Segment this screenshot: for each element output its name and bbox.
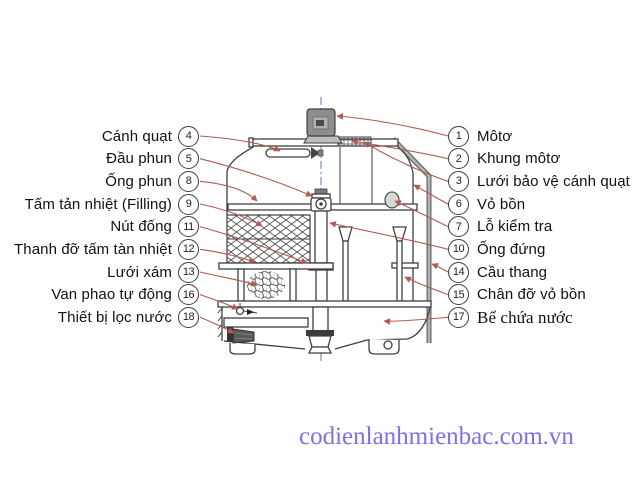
center-drain	[306, 330, 334, 354]
part-label-row-12: Thanh đỡ tấm tàn nhiệt 12	[14, 238, 199, 260]
part-name-label-4: Cánh quạt	[101, 127, 172, 145]
part-name-label-5: Đầu phun	[106, 150, 172, 168]
part-label-row-15: 15 Chân đỡ vỏ bồn	[448, 284, 586, 306]
basin-plate	[217, 300, 432, 308]
leader-lines	[199, 113, 449, 334]
leader-line-1	[336, 113, 449, 137]
callout-number-1: 1	[448, 125, 469, 147]
tower-shell-left-wall	[226, 146, 254, 215]
gray-mesh	[247, 271, 285, 299]
basin-foot-left	[229, 343, 256, 355]
part-name-label-13: Lưới xám	[107, 263, 172, 281]
callout-number-13: 13	[178, 261, 199, 283]
support-post-2	[289, 268, 297, 302]
part-label-row-16: Van phao tự động 16	[51, 284, 199, 306]
foot-hole	[383, 340, 393, 350]
shell-support-leg-1	[338, 226, 353, 302]
part-label-row-2: 2 Khung môtơ	[448, 148, 561, 170]
leader-line-7	[394, 200, 449, 228]
callout-number-3: 3	[448, 170, 469, 192]
fan-hub	[311, 147, 320, 159]
leader-line-2	[351, 138, 449, 160]
outlet-pipe	[223, 317, 309, 328]
callout-number-10: 10	[448, 238, 469, 260]
leader-line-4	[199, 135, 281, 152]
fill-support-bar-left	[218, 262, 334, 270]
leader-line-13	[199, 271, 258, 287]
part-label-row-8: Ống phun 8	[105, 170, 199, 192]
motor-base	[303, 135, 343, 144]
watermark-text: codienlanhmienbac.com.vn	[299, 423, 574, 450]
callout-number-16: 16	[178, 284, 199, 306]
part-label-row-5: Đầu phun 5	[106, 148, 199, 170]
part-label-row-9: Tấm tản nhiệt (Filling) 9	[24, 193, 199, 215]
callout-number-6: 6	[448, 193, 469, 215]
part-label-row-3: 3 Lưới bảo vệ cánh quạt	[448, 170, 630, 192]
part-label-row-7: 7 Lỗ kiểm tra	[448, 216, 553, 238]
callout-number-14: 14	[448, 261, 469, 283]
leader-line-14	[431, 263, 449, 273]
leader-line-8	[199, 180, 258, 202]
part-label-row-4: Cánh quạt 4	[101, 125, 199, 147]
part-name-label-8: Ống phun	[105, 172, 172, 190]
inspection-hole	[384, 191, 400, 209]
part-label-row-1: 1 Môtơ	[448, 125, 513, 147]
callout-number-12: 12	[178, 238, 199, 260]
part-label-row-11: Nút đống 11	[110, 216, 199, 238]
callout-number-8: 8	[178, 170, 199, 192]
part-name-label-10: Ống đứng	[477, 240, 546, 258]
part-name-label-12: Thanh đỡ tấm tàn nhiệt	[14, 240, 172, 258]
callout-number-15: 15	[448, 284, 469, 306]
leader-line-6	[413, 184, 449, 205]
leader-line-10	[329, 221, 449, 250]
leader-line-18	[199, 316, 235, 334]
fan-shaft	[317, 149, 324, 157]
callout-number-17: 17	[448, 306, 469, 328]
fill-support-bar-right	[391, 262, 419, 269]
part-label-row-17: 17 Bể chứa nước	[448, 306, 573, 328]
part-name-label-9: Tấm tản nhiệt (Filling)	[24, 195, 172, 213]
part-label-row-18: Thiết bị lọc nước 18	[57, 306, 199, 328]
part-label-row-13: Lưới xám 13	[107, 261, 199, 283]
leader-line-16	[199, 294, 239, 310]
callout-number-7: 7	[448, 216, 469, 238]
leader-line-3	[363, 141, 449, 182]
callout-number-2: 2	[448, 148, 469, 170]
part-name-label-18: Thiết bị lọc nước	[57, 308, 172, 326]
motor-slot	[316, 120, 324, 126]
callout-number-18: 18	[178, 306, 199, 328]
callout-number-9: 9	[178, 193, 199, 215]
part-name-label-17: Bể chứa nước	[477, 307, 573, 327]
part-name-label-7: Lỗ kiểm tra	[477, 218, 553, 236]
part-label-row-6: 6 Vỏ bồn	[448, 193, 526, 215]
leader-line-12	[199, 248, 256, 264]
part-name-label-15: Chân đỡ vỏ bồn	[477, 286, 586, 304]
callout-number-5: 5	[178, 148, 199, 170]
callout-number-4: 4	[178, 125, 199, 147]
leader-line-11	[199, 226, 308, 265]
part-name-label-16: Van phao tự động	[51, 286, 172, 304]
support-post-1	[237, 268, 245, 302]
spray-head-valve	[310, 188, 332, 212]
leader-line-9	[199, 203, 263, 227]
part-name-label-2: Khung môtơ	[477, 150, 561, 168]
float-valve	[235, 303, 258, 316]
leader-line-17	[383, 316, 449, 325]
water-basin	[217, 300, 432, 355]
part-name-label-6: Vỏ bồn	[477, 195, 526, 213]
part-label-row-14: 14 Cầu thang	[448, 261, 548, 283]
drain-down-pipe	[312, 306, 329, 332]
part-name-label-1: Môtơ	[477, 127, 513, 145]
motor	[303, 108, 343, 144]
leader-line-15	[404, 276, 449, 296]
part-name-label-11: Nút đống	[110, 218, 172, 236]
part-name-label-14: Cầu thang	[477, 263, 548, 281]
leader-line-5	[199, 158, 313, 197]
part-label-row-10: 10 Ống đứng	[448, 238, 546, 260]
part-name-label-3: Lưới bảo vệ cánh quạt	[477, 172, 630, 190]
standpipe	[308, 210, 334, 302]
callout-number-11: 11	[178, 216, 199, 238]
water-filter	[227, 327, 255, 344]
